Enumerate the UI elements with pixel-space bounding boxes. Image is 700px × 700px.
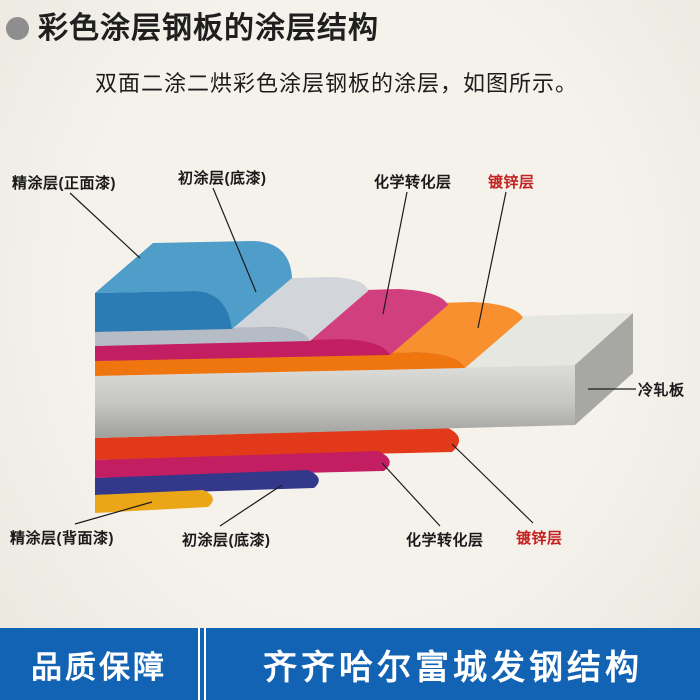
label-primer-top: 初涂层(底漆) [178,170,267,187]
label-zinc-bottom: 镀锌层 [516,530,563,547]
label-zinc-top: 镀锌层 [488,174,535,191]
layer-base-slab-front [95,365,575,438]
page-title: 彩色涂层钢板的涂层结构 [38,12,379,45]
layer-chem-top-front [95,339,390,361]
footer-quality-text: 品质保障 [31,649,167,685]
layer-primer-bottom [95,470,319,495]
footer-divider-line [198,628,200,700]
layer-topcoat-front-surface [95,241,292,329]
layer-topcoat-front-face [95,291,232,332]
subtitle: 双面二涂二烘彩色涂层钢板的涂层，如图所示。 [95,71,579,96]
leader-primer-top [212,187,257,293]
layer-topcoat-back [95,490,213,513]
label-primer-bottom: 初涂层(底漆) [182,532,271,549]
leader-topcoat-front [69,192,141,259]
leader-topcoat-back [74,501,153,525]
leader-zinc-bottom [451,443,534,524]
leader-primer-bottom [219,484,283,527]
footer-company-text: 齐齐哈尔富城发钢结构 [263,648,643,687]
label-chem-bottom: 化学转化层 [406,532,484,549]
label-chem-top: 化学转化层 [374,174,452,191]
bullet-circle-icon [6,17,29,40]
layer-zinc-top-front [95,352,465,376]
page-header: 彩色涂层钢板的涂层结构 [6,12,379,45]
leader-zinc-top [477,191,507,329]
layer-chem-bottom [95,451,390,478]
label-topcoat-back: 精涂层(背面漆) [10,530,114,547]
leader-chem-bottom [381,462,441,527]
layer-primer-top-front [95,327,310,346]
label-topcoat-front: 精涂层(正面漆) [12,175,116,192]
layer-base-slab-side [575,313,633,425]
footer-divider [198,628,206,700]
footer-divider-line [204,628,206,700]
footer-banner: 品质保障 齐齐哈尔富城发钢结构 [0,628,700,700]
leader-chem-top [382,191,408,315]
label-base: 冷轧板 [638,382,685,399]
